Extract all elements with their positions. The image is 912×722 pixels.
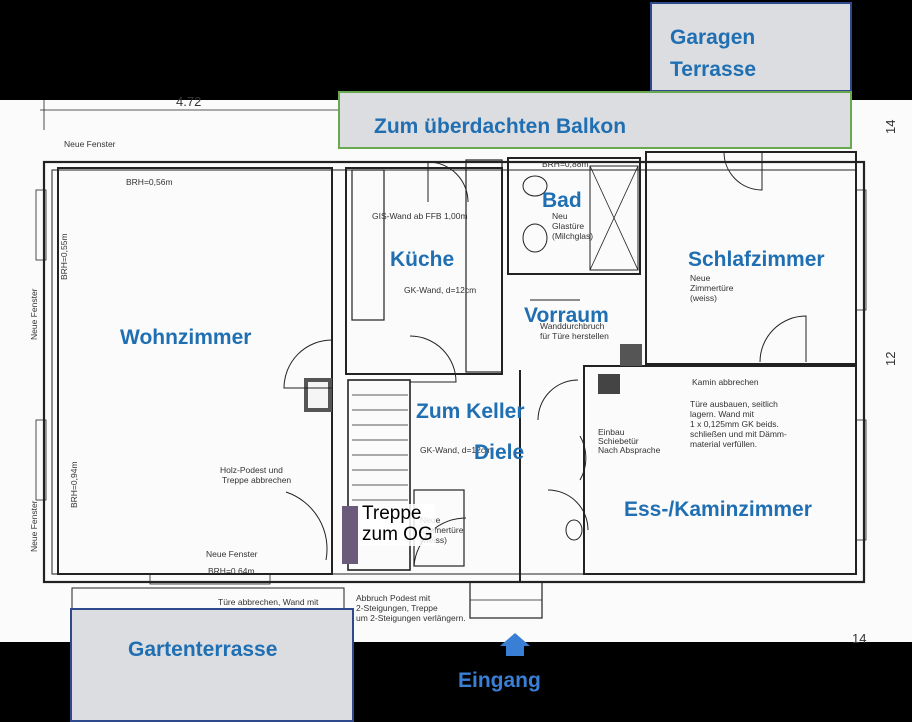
room-label-zum-keller: Zum Keller	[416, 400, 525, 423]
room-label-schlafzimmer: Schlafzimmer	[688, 248, 825, 271]
wall-kueche	[345, 167, 503, 375]
plan-note: GIS-Wand ab FFB 1,00m	[372, 211, 468, 221]
plan-note: 1 x 0,125mm GK beids.	[690, 419, 779, 429]
plan-note: 14	[852, 631, 867, 646]
plan-note: GK-Wand, d=12cm	[404, 285, 477, 295]
garagen-terrasse-line2: Terrasse	[670, 58, 757, 81]
room-label-kueche: Küche	[390, 248, 455, 271]
wall-wohnzimmer	[57, 167, 333, 575]
plan-note: (weiss)	[690, 293, 717, 303]
plan-note: GK-Wand, d=12cm	[420, 445, 493, 455]
stair-label-line1: Treppe	[362, 503, 422, 524]
balkon-label: Zum überdachten Balkon	[374, 115, 627, 138]
plan-note: Zimmertüre	[420, 525, 464, 535]
plan-note: Nach Absprache	[598, 445, 661, 455]
room-label-vorraum: Vorraum	[524, 304, 609, 327]
plan-note: Treppe abbrechen	[222, 475, 292, 485]
plan-note: Türe ausbauen, seitlich	[690, 399, 778, 409]
plan-note: Neue Fenster	[64, 139, 116, 149]
plan-note: BRH=0,94m	[69, 461, 79, 508]
plan-note: 12	[883, 351, 898, 366]
plan-note: Einbau	[598, 427, 625, 437]
outer-wall	[42, 160, 866, 584]
wall-bad	[507, 157, 641, 275]
balkon-box: Zum überdachten Balkon	[338, 91, 852, 149]
plan-note: 4.72	[176, 94, 202, 109]
plan-note: um 2-Steigungen verlängern.	[356, 613, 466, 623]
plan-note: schließen und mit Dämm-	[690, 429, 787, 439]
room-label-diele: Diele	[474, 441, 525, 464]
eingang-label: Eingang	[458, 669, 541, 692]
kitchen-unit	[465, 159, 503, 373]
eingang-arrow-icon	[500, 633, 530, 656]
plan-note: Neue	[690, 273, 711, 283]
plan-note: Wanddurchbruch	[540, 321, 605, 331]
shower	[589, 165, 639, 271]
gartenterrasse-box: Gartenterrasse	[70, 608, 354, 722]
plan-note: Türe abbrechen, Wand mit	[218, 597, 319, 607]
plan-note: Neue Fenster	[206, 549, 258, 559]
plan-note: BRH=0,64m	[208, 566, 255, 576]
plan-note: (Milchglas)	[552, 231, 594, 241]
plan-note: BRH=0,88m	[542, 159, 589, 169]
room-label-bad: Bad	[542, 189, 582, 212]
plan-note: material verfüllen.	[690, 439, 758, 449]
garagen-terrasse-box: Garagen Terrasse	[650, 2, 852, 92]
plan-note: Neue Fenster	[29, 288, 39, 341]
plan-note: BRH=0,55m	[59, 233, 69, 280]
plan-note: BRH=0,56m	[126, 177, 173, 187]
stair-label-line2: zum OG	[362, 523, 433, 545]
garagen-terrasse-line1: Garagen	[670, 26, 756, 49]
plan-note: Schiebetür	[598, 436, 639, 446]
plan-note: Neue Fenster	[29, 500, 39, 553]
stair-wall	[347, 379, 411, 571]
plan-note: Holz-Podest und	[220, 465, 283, 475]
room-label-ess-kaminzimmer: Ess-/Kaminzimmer	[624, 498, 812, 521]
plan-note: Abbruch Podest mit	[356, 593, 431, 603]
room-label-wohnzimmer: Wohnzimmer	[120, 326, 252, 349]
gartenterrasse-label: Gartenterrasse	[128, 638, 278, 661]
plan-note: 2-Steigungen, Treppe	[356, 603, 438, 613]
kitchen-counter	[351, 169, 385, 321]
plan-note: Neu	[552, 211, 568, 221]
stair-label: Treppe zum OG	[360, 503, 435, 546]
wall-ess-kaminzimmer	[583, 365, 857, 575]
plan-note: Kamin abbrechen	[692, 377, 759, 387]
plan-note: für Türe herstellen	[540, 331, 609, 341]
plan-note: Glastüre	[552, 221, 585, 231]
plan-note: Zimmertüre	[690, 283, 734, 293]
plan-note: lagern. Wand mit	[690, 409, 754, 419]
plan-note: 14	[883, 119, 898, 134]
